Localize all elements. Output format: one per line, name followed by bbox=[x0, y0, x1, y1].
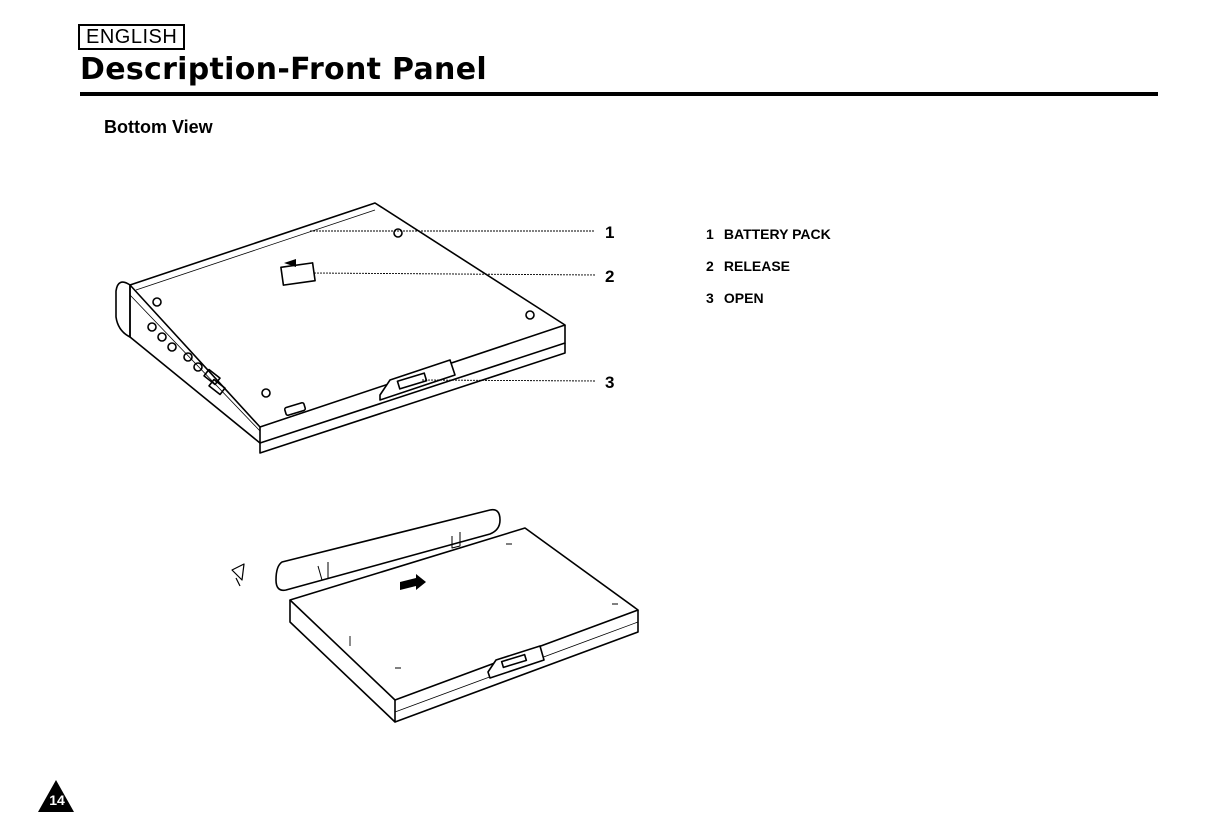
title-divider bbox=[80, 92, 1158, 96]
legend-item-label: BATTERY PACK bbox=[724, 226, 831, 242]
legend-item: 1 BATTERY PACK bbox=[706, 226, 831, 258]
player-bottom-view-illustration bbox=[100, 195, 640, 460]
battery-removal-illustration bbox=[220, 500, 650, 725]
legend-item: 2 RELEASE bbox=[706, 258, 831, 290]
callout-legend: 1 BATTERY PACK 2 RELEASE 3 OPEN bbox=[706, 226, 831, 322]
legend-item-label: RELEASE bbox=[724, 258, 790, 274]
callout-number-3: 3 bbox=[605, 374, 614, 391]
callout-number-1: 1 bbox=[605, 224, 614, 241]
section-heading: Bottom View bbox=[104, 117, 213, 138]
legend-item-label: OPEN bbox=[724, 290, 764, 306]
language-label: ENGLISH bbox=[78, 24, 185, 50]
legend-item-number: 2 bbox=[706, 258, 720, 274]
legend-item: 3 OPEN bbox=[706, 290, 831, 322]
page-title: Description-Front Panel bbox=[80, 52, 487, 87]
legend-item-number: 3 bbox=[706, 290, 720, 306]
legend-item-number: 1 bbox=[706, 226, 720, 242]
callout-number-2: 2 bbox=[605, 268, 614, 285]
page-number: 14 bbox=[46, 792, 68, 808]
